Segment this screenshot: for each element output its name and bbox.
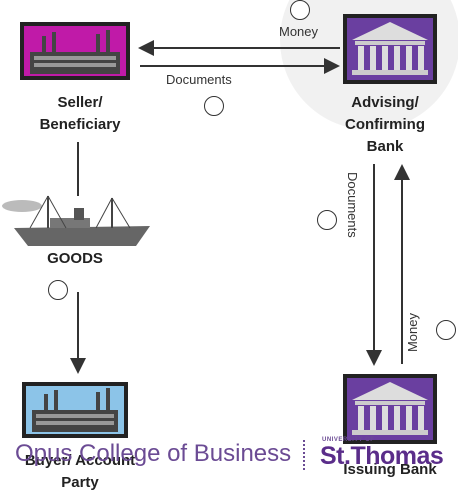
money-top-label: Money	[279, 24, 319, 39]
buyer-factory-icon	[22, 382, 128, 438]
issuing-bank-icon	[343, 374, 437, 444]
buyer-label: Buyer/ Account Party	[24, 452, 136, 491]
college-name: Opus College of Business	[15, 440, 292, 467]
step-circle-money-top	[290, 0, 310, 20]
documents-top-label: Documents	[166, 72, 232, 87]
university-of-label: UNIVERSITY OF	[322, 437, 375, 443]
advising-bank-label: Advising/ Confirming Bank	[345, 94, 425, 155]
seller-factory-icon	[20, 22, 130, 80]
issuing-bank-label: Issuing Bank	[343, 461, 437, 478]
advising-bank-icon	[343, 14, 437, 84]
step-circle-documents-right	[317, 210, 337, 230]
step-circle-documents-top	[204, 96, 224, 116]
seller-label: Seller/ Beneficiary	[39, 94, 121, 133]
ship-icon	[2, 195, 150, 246]
goods-label: GOODS	[47, 250, 103, 267]
step-circle-money-right	[436, 320, 456, 340]
money-right-label: Money	[405, 313, 420, 353]
footer-divider	[303, 440, 305, 470]
step-circle-goods	[48, 280, 68, 300]
documents-right-label: Documents	[345, 172, 360, 238]
university-name: St.Thomas	[320, 442, 444, 470]
